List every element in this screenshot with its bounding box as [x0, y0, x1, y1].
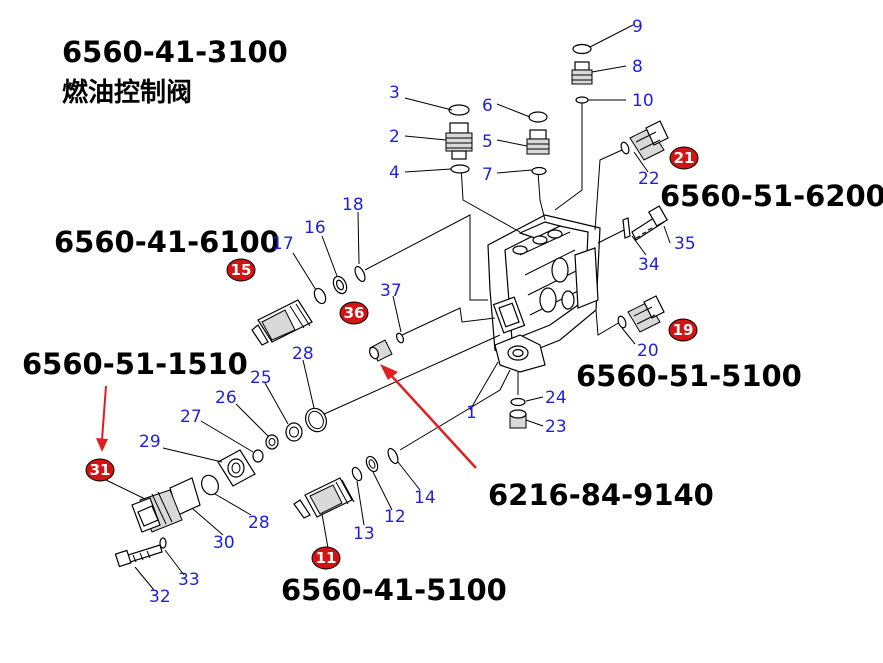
- callout-33: 33: [178, 570, 200, 590]
- callout-2: 2: [389, 127, 400, 147]
- sensor-11: [293, 447, 399, 519]
- callout-34: 34: [638, 255, 660, 275]
- svg-text:15: 15: [231, 261, 252, 279]
- washers-25-27: [252, 422, 303, 463]
- callout-32: 32: [149, 587, 171, 607]
- callout-1: 1: [466, 403, 477, 423]
- callout-7: 7: [482, 165, 493, 185]
- sensor-21: [620, 120, 669, 161]
- callout-22: 22: [638, 169, 660, 189]
- solenoid-31: [131, 489, 183, 533]
- callout-10: 10: [632, 91, 654, 111]
- red-arrows: [96, 364, 477, 469]
- callout-6: 6: [482, 96, 493, 116]
- sensor-15: [251, 275, 348, 346]
- callout-26: 26: [215, 388, 237, 408]
- oring-18: [354, 265, 366, 283]
- callout-leaders: [105, 24, 671, 591]
- callout-35: 35: [674, 234, 696, 254]
- callout-8: 8: [632, 57, 643, 77]
- callout-13: 13: [353, 524, 375, 544]
- leader-lines: [321, 103, 629, 451]
- part-group-8-9-10: [571, 43, 593, 104]
- badge-36: 36: [339, 301, 369, 325]
- badge-21: 21: [669, 146, 699, 170]
- svg-text:11: 11: [316, 549, 337, 567]
- badge-11: 11: [311, 546, 341, 570]
- callout-25: 25: [250, 368, 272, 388]
- assembly-number: 6560-41-3100: [62, 35, 288, 69]
- callout-20: 20: [637, 341, 659, 361]
- part-number-1510: 6560-51-1510: [22, 347, 248, 381]
- callout-30: 30: [213, 533, 235, 553]
- part-number-6200: 6560-51-6200: [660, 179, 883, 213]
- callout-17: 17: [272, 234, 294, 254]
- ring-28-upper: [305, 407, 327, 433]
- svg-text:31: 31: [90, 461, 111, 479]
- callout-28-lower: 28: [248, 513, 270, 533]
- callout-24: 24: [545, 388, 567, 408]
- callout-12: 12: [384, 507, 406, 527]
- svg-text:36: 36: [344, 304, 365, 322]
- svg-text:21: 21: [674, 149, 695, 167]
- callout-14: 14: [414, 488, 436, 508]
- part-number-5100a: 6560-41-5100: [281, 573, 507, 607]
- callout-16: 16: [304, 218, 326, 238]
- ring-28-lower: [201, 474, 219, 496]
- assembly-name: 燃油控制阀: [62, 78, 192, 108]
- part-number-6100: 6560-41-6100: [54, 225, 280, 259]
- callout-37: 37: [380, 281, 402, 301]
- part-group-2-3-4: [445, 104, 473, 174]
- badge-31: 31: [85, 458, 115, 482]
- flange-29: [217, 449, 256, 487]
- sensor-19: [617, 295, 665, 333]
- callout-28-upper: 28: [292, 344, 314, 364]
- callout-29: 29: [139, 432, 161, 452]
- callout-3: 3: [389, 83, 400, 103]
- part-number-9140: 6216-84-9140: [488, 478, 714, 512]
- svg-text:19: 19: [673, 321, 694, 339]
- callout-23: 23: [545, 417, 567, 437]
- part-group-5-6-7: [526, 111, 550, 176]
- callout-27: 27: [180, 407, 202, 427]
- badge-19: 19: [668, 318, 698, 342]
- valve-36: [368, 332, 405, 362]
- plug-23: [509, 397, 527, 429]
- callout-5: 5: [482, 132, 493, 152]
- badge-15: 15: [226, 258, 256, 282]
- valve-body: [487, 214, 601, 373]
- bolt-32: [114, 537, 167, 568]
- part-number-5100b: 6560-51-5100: [576, 359, 802, 393]
- callout-18: 18: [342, 195, 364, 215]
- bolt-35: [622, 205, 669, 241]
- callout-4: 4: [389, 163, 400, 183]
- callout-9: 9: [632, 17, 643, 37]
